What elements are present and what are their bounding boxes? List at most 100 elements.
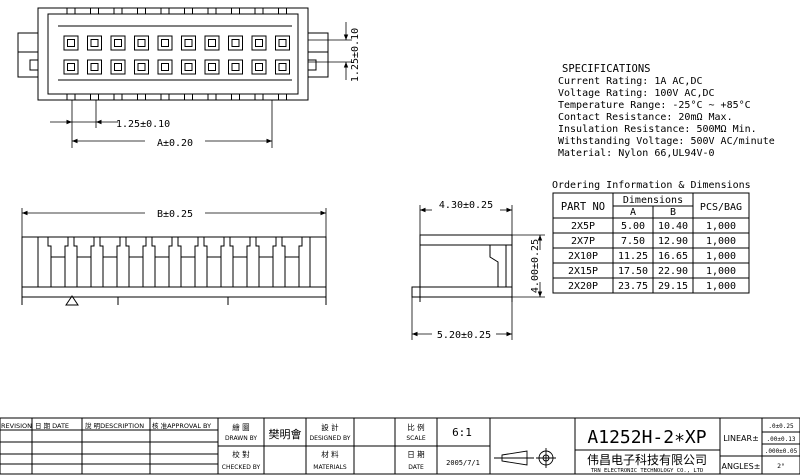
ordering-cell: 12.90 — [658, 236, 688, 247]
pin-tab — [66, 7, 76, 15]
pin-tab — [231, 93, 240, 101]
ordering-cell: 2X7P — [571, 236, 595, 247]
contact-pad — [181, 35, 196, 51]
ordering-cell: 2X5P — [571, 221, 595, 232]
front-view — [21, 236, 327, 306]
pin-tab — [207, 93, 217, 101]
side-view-dimensions — [411, 205, 545, 340]
part-number: A1252H-2∗XP — [587, 427, 706, 448]
spec-line: Current Rating: 1A AC,DC — [558, 76, 703, 87]
designed-en: DESIGNED BY — [310, 435, 351, 442]
top-view — [17, 7, 329, 101]
spec-line: Insulation Resistance: 500MΩ Min. — [558, 124, 757, 135]
height-label: 4.00±0.25 — [530, 239, 541, 293]
checked-cn: 校 對 — [232, 449, 250, 459]
pin-tab — [254, 93, 264, 101]
front-contact-slot — [229, 237, 251, 287]
pin-tab — [254, 7, 264, 15]
contact-pad — [251, 59, 267, 75]
contact-pad — [251, 35, 267, 51]
date-header: 日 期 DATE — [35, 422, 69, 430]
date-en: DATE — [408, 464, 424, 471]
pin-tab — [184, 93, 193, 101]
col-b-header: B — [670, 207, 676, 218]
drawn-name: 樊明會 — [269, 427, 302, 441]
checked-en: CHECKED BY — [222, 464, 261, 471]
contact-pad — [134, 35, 149, 51]
company-en: TRN ELECTRONIC TECHNOLOGY CO., LTD — [591, 468, 704, 474]
ordering-cell: 1,000 — [706, 236, 736, 247]
ordering-cell: 1,000 — [706, 251, 736, 262]
contact-pad — [228, 35, 243, 51]
front-contact-slot — [73, 237, 95, 287]
pitch-horizontal-label: 1.25±0.10 — [116, 119, 170, 130]
contact-pad — [63, 35, 79, 51]
dimension-a-label: A±0.20 — [157, 138, 193, 149]
ordering-cell: 22.90 — [658, 266, 688, 277]
contact-pad — [181, 59, 196, 75]
specifications-block: SPECIFICATIONS Current Rating: 1A AC,DC … — [558, 63, 775, 159]
pitch-vertical-label: 1.25±0.10 — [350, 28, 361, 82]
contact-pad — [204, 35, 220, 51]
materials-cn: 材 料 — [321, 449, 339, 459]
pin-tab — [231, 7, 240, 15]
description-header: 說 明DESCRIPTION — [85, 421, 144, 430]
top-view-dimensions — [50, 22, 352, 148]
ordering-table — [552, 192, 750, 294]
ordering-cell: 23.75 — [618, 281, 648, 292]
spec-line: Voltage Rating: 100V AC,DC — [558, 88, 715, 99]
ordering-cell: 1,000 — [706, 266, 736, 277]
angles-label: ANGLES± — [722, 462, 761, 471]
contact-pad — [157, 59, 173, 75]
ordering-cell: 5.00 — [621, 221, 645, 232]
pin-tab — [113, 7, 123, 15]
pin-tab — [207, 7, 217, 15]
linear-label: LINEAR± — [723, 434, 759, 443]
spec-line: Temperature Range: -25°C ~ +85°C — [558, 100, 751, 111]
side-view — [411, 234, 513, 302]
contact-pad — [63, 59, 79, 75]
pin-tab — [160, 7, 170, 15]
spec-line: Contact Resistance: 20mΩ Max. — [558, 112, 733, 123]
date-cn: 日 期 — [407, 450, 424, 459]
front-contact-slot — [151, 237, 173, 287]
col-a-header: A — [630, 207, 636, 218]
front-contact-slot — [281, 237, 303, 287]
top-width-label: 4.30±0.25 — [439, 200, 493, 211]
designed-cn: 設 計 — [321, 422, 339, 432]
drawn-en: DRAWN BY — [225, 435, 257, 442]
ordering-cell: 1,000 — [706, 221, 736, 232]
date-value: 2005/7/1 — [446, 459, 480, 467]
scale-value: 6:1 — [452, 426, 472, 439]
approval-header: 核 准APPROVAL BY — [152, 421, 211, 430]
pin-tab — [113, 93, 123, 101]
ordering-cell: 16.65 — [658, 251, 688, 262]
col-part-header: PART NO — [561, 201, 605, 213]
tolerance-4: 2° — [777, 462, 785, 470]
drawn-cn: 繪 圖 — [232, 422, 249, 432]
dimension-b-label: B±0.25 — [157, 209, 193, 220]
ordering-title: Ordering Information & Dimensions — [552, 180, 751, 191]
ordering-cell: 2X20P — [568, 281, 598, 292]
ordering-cell: 2X15P — [568, 266, 598, 277]
pin-tab — [66, 93, 76, 101]
pin-tab — [278, 7, 287, 15]
ordering-cell: 11.25 — [618, 251, 648, 262]
spec-line: Withstanding Voltage: 500V AC/minute — [558, 136, 775, 147]
tolerance-3: .000±0.05 — [765, 448, 798, 455]
contact-pad — [204, 59, 220, 75]
revision-header: REVISION — [1, 422, 32, 430]
tolerance-1: .0±0.25 — [768, 423, 794, 430]
ordering-cell: 29.15 — [658, 281, 688, 292]
title-block — [0, 417, 800, 475]
scale-en: SCALE — [406, 435, 425, 442]
pin-tab — [90, 93, 99, 101]
contact-pad — [134, 59, 149, 75]
spec-line: Material: Nylon 66,UL94V-0 — [558, 148, 715, 159]
tolerance-2: .00±0.13 — [767, 436, 796, 443]
pin-tab — [160, 93, 170, 101]
front-contact-slot — [47, 237, 69, 287]
front-view-dimensions — [21, 208, 327, 237]
